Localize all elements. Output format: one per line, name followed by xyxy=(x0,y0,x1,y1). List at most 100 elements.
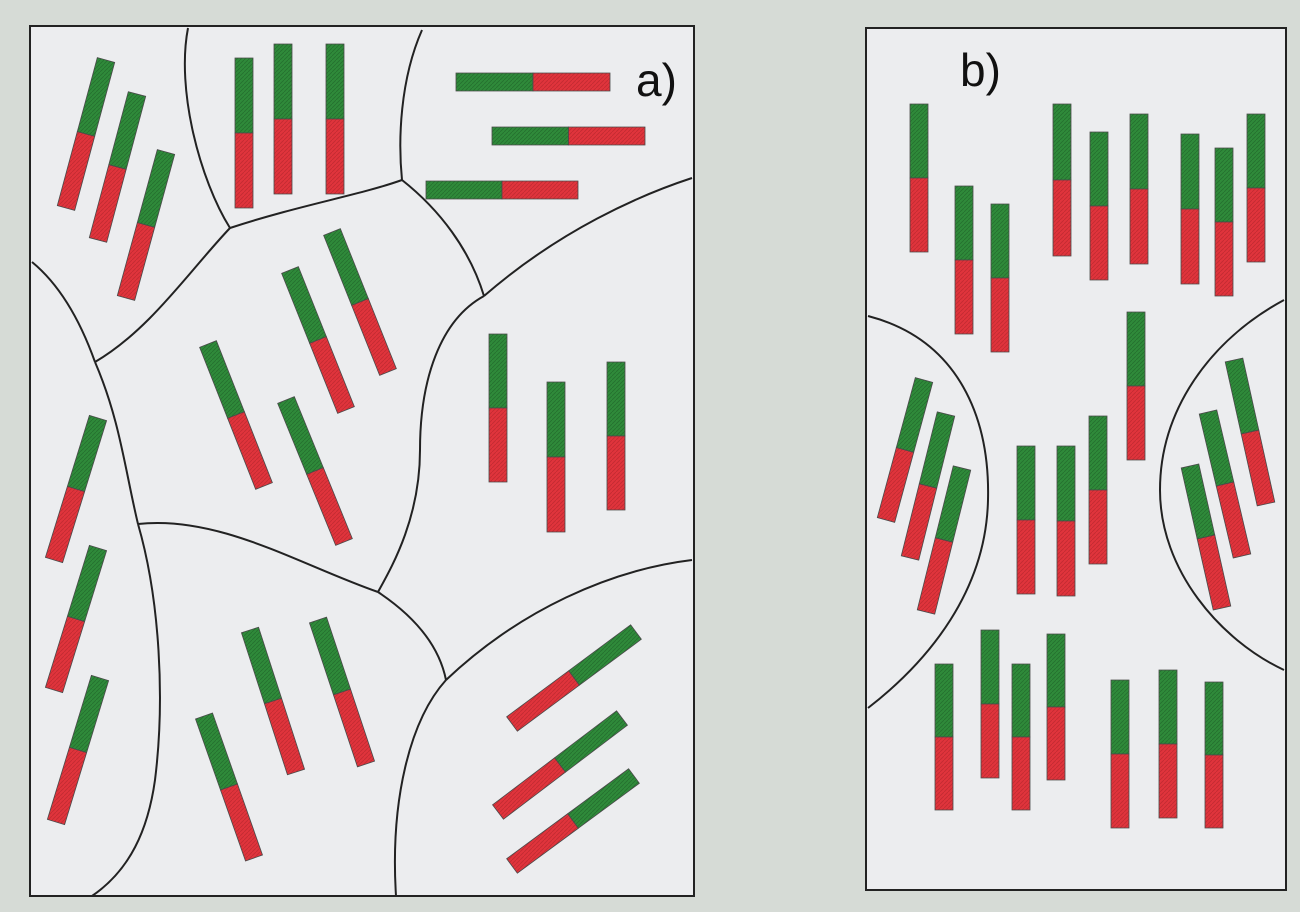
panel-a-molecule-19 xyxy=(46,674,110,826)
green-segment xyxy=(1126,311,1146,387)
panel-b-molecule-9 xyxy=(1246,113,1266,263)
panel-b-molecule-13 xyxy=(1088,415,1108,565)
panel-a: a) xyxy=(29,25,695,897)
panel-a-molecule-3 xyxy=(116,149,176,301)
green-segment xyxy=(1158,669,1178,745)
red-segment xyxy=(1129,188,1149,265)
panel-a-molecule-5 xyxy=(273,43,293,195)
red-segment xyxy=(116,222,156,301)
red-segment xyxy=(1204,754,1224,829)
panel-a-molecule-9 xyxy=(425,180,579,200)
green-segment xyxy=(1110,679,1130,755)
red-segment xyxy=(501,180,579,200)
panel-b-molecule-6 xyxy=(1129,113,1149,265)
panel-b-molecule-3 xyxy=(990,203,1010,353)
green-segment xyxy=(546,381,566,458)
red-segment xyxy=(325,118,345,195)
panel-a-molecule-16 xyxy=(606,361,626,511)
red-segment xyxy=(1246,187,1266,263)
red-segment xyxy=(532,72,611,92)
red-segment xyxy=(1196,534,1232,611)
panel-a-molecule-1 xyxy=(56,57,116,211)
panel-b-molecule-26 xyxy=(1204,681,1224,829)
panel-b-molecule-18 xyxy=(1198,409,1252,559)
red-segment xyxy=(934,736,954,811)
red-segment xyxy=(332,688,376,768)
green-segment xyxy=(491,126,569,146)
red-segment xyxy=(1016,519,1036,595)
panel-b-molecule-23 xyxy=(1046,633,1066,781)
green-segment xyxy=(425,180,503,200)
panel-a-molecule-4 xyxy=(234,57,254,209)
red-segment xyxy=(506,670,580,732)
panel-b-molecule-10 xyxy=(1126,311,1146,461)
red-segment xyxy=(351,298,397,376)
panel-a-molecule-13 xyxy=(277,396,353,546)
red-segment xyxy=(1056,520,1076,597)
panel-a-molecule-2 xyxy=(88,91,147,243)
green-segment xyxy=(1246,113,1266,189)
red-segment xyxy=(916,537,954,615)
red-segment xyxy=(1126,385,1146,461)
red-segment xyxy=(1214,221,1234,297)
panel-a-molecule-22 xyxy=(195,712,263,862)
green-segment xyxy=(1046,633,1066,708)
panel-b-molecule-12 xyxy=(1056,445,1076,597)
panel-a-molecule-15 xyxy=(546,381,566,533)
panel-b: b) xyxy=(865,27,1287,891)
red-segment xyxy=(234,132,254,209)
green-segment xyxy=(455,72,534,92)
panel-b-molecule-1 xyxy=(909,103,929,253)
red-segment xyxy=(1215,481,1252,559)
panel-b-molecule-2 xyxy=(954,185,974,335)
panel-a-molecule-6 xyxy=(325,43,345,195)
green-segment xyxy=(325,43,345,120)
red-segment xyxy=(273,118,293,195)
red-segment xyxy=(876,447,915,523)
green-segment xyxy=(1016,445,1036,521)
red-segment xyxy=(492,757,566,820)
panel-b-molecule-21 xyxy=(980,629,1000,779)
panel-b-molecule-4 xyxy=(1052,103,1072,257)
red-segment xyxy=(1158,743,1178,819)
green-segment xyxy=(273,43,293,120)
panel-a-molecule-24 xyxy=(492,710,628,820)
red-segment xyxy=(263,697,306,776)
green-segment xyxy=(488,333,508,409)
red-segment xyxy=(488,407,508,483)
panel-b-molecule-5 xyxy=(1089,131,1109,281)
panel-a-molecule-12 xyxy=(199,340,273,490)
green-segment xyxy=(1214,147,1234,223)
panel-a-molecule-17 xyxy=(44,414,108,564)
panel-a-molecule-25 xyxy=(506,768,640,874)
red-segment xyxy=(1088,489,1108,565)
grain-boundaries-a xyxy=(31,27,693,897)
green-segment xyxy=(1129,113,1149,190)
red-segment xyxy=(88,164,127,243)
panel-a-molecule-8 xyxy=(491,126,646,146)
green-segment xyxy=(1011,663,1031,738)
red-segment xyxy=(306,467,353,546)
green-segment xyxy=(1056,445,1076,522)
panel-b-molecule-8 xyxy=(1214,147,1234,297)
red-segment xyxy=(1240,429,1276,507)
red-segment xyxy=(1180,208,1200,285)
red-segment xyxy=(990,277,1010,353)
red-segment xyxy=(44,615,86,694)
red-segment xyxy=(900,483,938,561)
panel-b-molecule-14 xyxy=(876,377,934,523)
panel-a-molecule-14 xyxy=(488,333,508,483)
red-segment xyxy=(1011,736,1031,811)
panel-b-molecule-20 xyxy=(934,663,954,811)
green-segment xyxy=(606,361,626,437)
panel-b-molecule-24 xyxy=(1110,679,1130,829)
panel-a-molecule-21 xyxy=(308,616,376,768)
green-segment xyxy=(980,629,1000,705)
red-segment xyxy=(980,703,1000,779)
grain-boundaries-b xyxy=(867,299,1285,709)
panel-b-molecule-17 xyxy=(1224,357,1276,507)
red-segment xyxy=(606,435,626,511)
panel-b-molecule-11 xyxy=(1016,445,1036,595)
panel-a-molecule-7 xyxy=(455,72,611,92)
